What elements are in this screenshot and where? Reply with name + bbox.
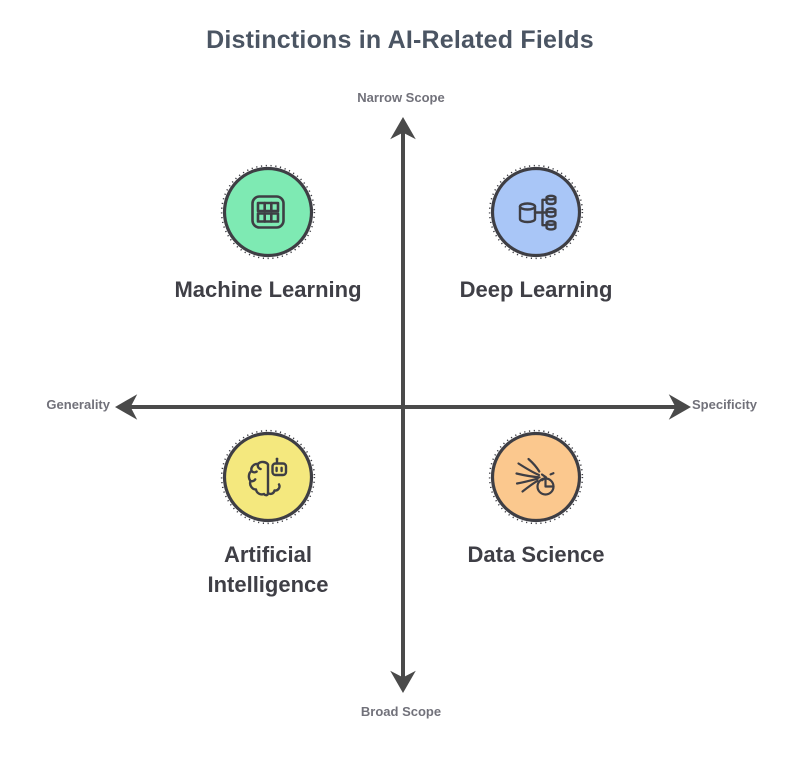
arrowhead-right-icon — [668, 394, 692, 420]
arrowhead-left-icon — [114, 394, 138, 420]
data-flow-pie-icon — [488, 429, 584, 525]
axis-label-narrow-scope: Narrow Scope — [357, 90, 445, 105]
quadrant-data-science: Data Science — [426, 429, 646, 570]
label-data-science: Data Science — [467, 542, 605, 567]
axis-label-generality: Generality — [46, 397, 110, 412]
brain-robot-icon — [220, 429, 316, 525]
label-machine-learning: Machine Learning — [174, 277, 362, 302]
diagram-title: Distinctions in AI-Related Fields — [206, 26, 594, 54]
axis-label-specificity: Specificity — [692, 397, 758, 412]
database-cylinders-icon — [488, 164, 584, 260]
arrowhead-up-icon — [390, 116, 416, 140]
quadrant-machine-learning: Machine Learning — [158, 164, 378, 305]
label-artificial-intelligence: Artificial Intelligence — [207, 542, 329, 597]
axis-label-broad-scope: Broad Scope — [360, 704, 442, 719]
quadrant-artificial-intelligence: Artificial Intelligence — [158, 429, 378, 600]
arrowhead-down-icon — [390, 670, 416, 694]
label-deep-learning: Deep Learning — [459, 277, 613, 302]
table-grid-icon — [220, 164, 316, 260]
quadrant-deep-learning: Deep Learning — [426, 164, 646, 305]
